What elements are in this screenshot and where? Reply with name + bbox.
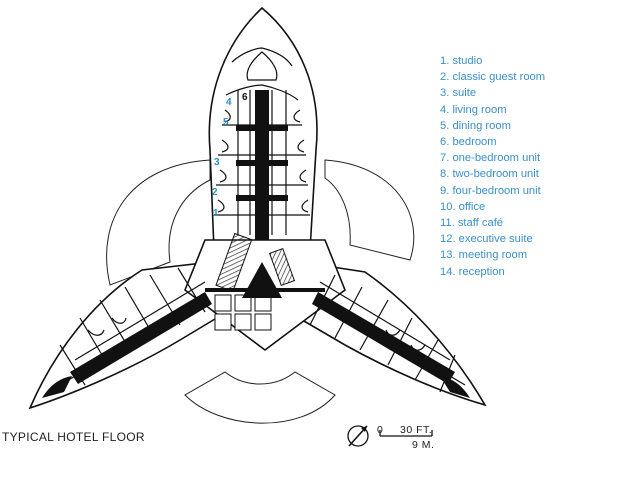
legend-item: 13. meeting room [440, 249, 528, 262]
scale-meters-label: 9 M. [412, 439, 435, 451]
legend-item: 1. studio [440, 55, 483, 67]
legend-item: 4. living room [440, 103, 507, 116]
scale-bar [347, 425, 433, 447]
room-label-1: 1 [213, 208, 219, 219]
legend-item: 5. dining room [440, 119, 511, 132]
room-label-2: 2 [212, 187, 218, 198]
room-label-5: 5 [223, 117, 229, 128]
legend-item: 6. bedroom [440, 136, 497, 149]
legend-item: 14. reception [440, 265, 505, 278]
scale-feet-label: 30 FT. [400, 424, 433, 436]
southwest-corridor [42, 292, 212, 398]
legend-item: 3. suite [440, 87, 477, 100]
legend-item: 9. four-bedroom unit [440, 184, 541, 197]
room-label-4: 4 [226, 97, 232, 108]
room-label-3: 3 [214, 157, 220, 168]
north-tip-void [246, 51, 278, 81]
southeast-corridor [312, 292, 470, 398]
room-label-6: 6 [242, 92, 248, 103]
core-details [205, 232, 325, 331]
outer-terrace-outlines [106, 159, 415, 424]
legend-item: 10. office [440, 200, 486, 213]
plan-caption: TYPICAL HOTEL FLOOR [2, 430, 145, 444]
scale-zero-label: 0 [377, 424, 384, 436]
room-number-labels: 6 4 5 3 2 1 [212, 92, 248, 219]
legend-item: 2. classic guest room [440, 71, 546, 84]
legend: 1. studio 2. classic guest room 3. suite 4.… [440, 53, 545, 280]
legend-item: 11. staff café [440, 217, 504, 230]
legend-item: 7. one-bedroom unit [440, 152, 541, 165]
legend-item: 12. executive suite [440, 233, 533, 246]
legend-item: 8. two-bedroom unit [440, 168, 539, 181]
